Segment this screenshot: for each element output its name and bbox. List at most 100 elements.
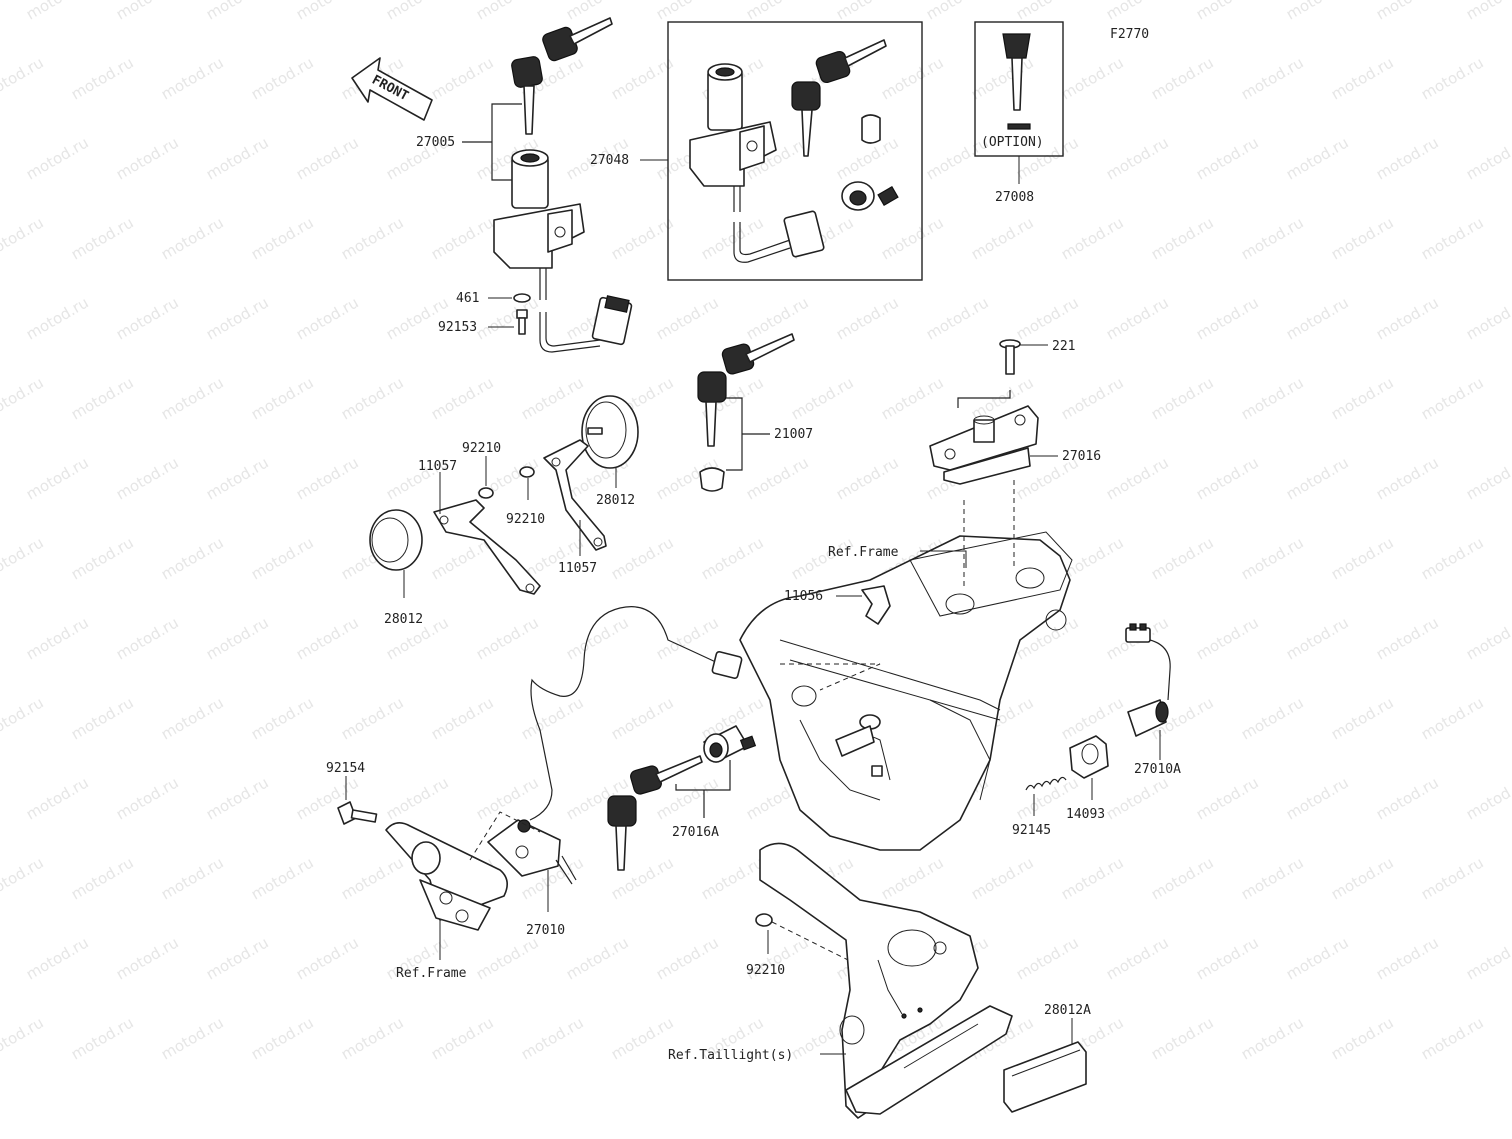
watermark-text: motod.ru (0, 373, 47, 423)
watermark-text: motod.ru (1103, 773, 1172, 823)
watermark-text: motod.ru (158, 853, 227, 903)
watermark-text: motod.ru (158, 53, 227, 103)
watermark-text: motod.ru (248, 853, 317, 903)
watermark-text: motod.ru (1238, 373, 1307, 423)
label-28012-left: 28012 (384, 612, 423, 627)
watermark-text: motod.ru (1328, 1013, 1397, 1063)
watermark-text: motod.ru (1283, 613, 1352, 663)
watermark-text: motod.ru (833, 0, 902, 23)
watermark-text: motod.ru (1193, 133, 1262, 183)
watermark-text: motod.ru (1463, 773, 1512, 823)
key-icon (511, 17, 613, 135)
watermark-text: motod.ru (1418, 53, 1487, 103)
watermark-text: motod.ru (1418, 213, 1487, 263)
watermark-text: motod.ru (203, 613, 272, 663)
watermark-text: motod.ru (1328, 693, 1397, 743)
clip-11056 (861, 585, 891, 625)
watermark-text: motod.ru (1463, 0, 1512, 23)
watermark-text: motod.ru (68, 53, 137, 103)
watermark-text: motod.ru (383, 293, 452, 343)
watermark-text: motod.ru (698, 533, 767, 583)
watermark-text: motod.ru (203, 293, 272, 343)
watermark-text: motod.ru (1238, 1013, 1307, 1063)
watermark-text: motod.ru (1193, 773, 1262, 823)
ignition-switch-27005 (462, 17, 633, 353)
watermark-text: motod.ru (293, 453, 362, 503)
watermark-text: motod.ru (833, 293, 902, 343)
bolt-92153 (516, 309, 528, 335)
watermark-text: motod.ru (1238, 533, 1307, 583)
reflector-28012-left (369, 509, 423, 571)
watermark-text: motod.ru (1193, 933, 1262, 983)
label-27016: 27016 (1062, 449, 1101, 464)
watermark-text: motod.ru (158, 213, 227, 263)
watermark-text: motod.ru (113, 613, 182, 663)
watermark-text: motod.ru (608, 53, 677, 103)
watermark-text: motod.ru (293, 133, 362, 183)
bracket-11057-left (433, 499, 541, 595)
watermark-text: motod.ru (0, 0, 2, 23)
watermark-text: motod.ru (338, 373, 407, 423)
label-27005: 27005 (416, 135, 455, 150)
watermark-text: motod.ru (878, 213, 947, 263)
figure-code: F2770 (1110, 27, 1149, 42)
watermark-text: motod.ru (1373, 613, 1442, 663)
key-icon (791, 39, 887, 157)
label-461: 461 (456, 291, 479, 306)
watermark-text: motod.ru (743, 453, 812, 503)
watermark-text: motod.ru (0, 533, 47, 583)
label-ref-frame-bottom: Ref.Frame (396, 966, 467, 981)
watermark-text: motod.ru (293, 613, 362, 663)
watermark-text: motod.ru (0, 613, 2, 663)
watermark-text: motod.ru (473, 933, 542, 983)
watermark-text: motod.ru (1013, 0, 1082, 23)
watermark-text: motod.ru (0, 453, 2, 503)
watermark-text: motod.ru (338, 1013, 407, 1063)
nut-92210 (755, 913, 773, 927)
watermark-text: motod.ru (0, 213, 47, 263)
label-92210-bottom: 92210 (746, 963, 785, 978)
box-27048 (667, 21, 923, 281)
watermark-text: motod.ru (113, 293, 182, 343)
watermark-text: motod.ru (788, 373, 857, 423)
watermark-text: motod.ru (0, 933, 2, 983)
latch-27010 (385, 811, 577, 936)
watermark-text: motod.ru (473, 293, 542, 343)
watermark-text: motod.ru (1103, 133, 1172, 183)
label-27010: 27010 (526, 923, 565, 938)
watermark-text: motod.ru (428, 373, 497, 423)
spring-92145 (1025, 776, 1067, 791)
watermark-text: motod.ru (203, 773, 272, 823)
ignition-switch-27048 (689, 39, 899, 263)
watermark-text: motod.ru (608, 213, 677, 263)
watermark-text: motod.ru (113, 0, 182, 23)
watermark-text: motod.ru (833, 453, 902, 503)
watermark-text: motod.ru (338, 693, 407, 743)
watermark-text: motod.ru (608, 693, 677, 743)
watermark-text: motod.ru (1058, 53, 1127, 103)
label-28012-right: 28012 (596, 493, 635, 508)
option-label: (OPTION) (981, 135, 1044, 150)
watermark-text: motod.ru (878, 853, 947, 903)
watermark-text: motod.ru (0, 53, 47, 103)
label-ref-frame-top: Ref.Frame (828, 545, 899, 560)
label-92145: 92145 (1012, 823, 1051, 838)
watermark-text: motod.ru (68, 533, 137, 583)
watermark-text: motod.ru (1418, 1013, 1487, 1063)
watermark-text: motod.ru (113, 133, 182, 183)
label-27010A: 27010A (1134, 762, 1181, 777)
label-ref-taillight: Ref.Taillight(s) (668, 1048, 793, 1063)
watermark-text: motod.ru (1373, 933, 1442, 983)
watermark-text: motod.ru (68, 213, 137, 263)
watermark-text: motod.ru (1148, 1013, 1217, 1063)
watermark-text: motod.ru (203, 933, 272, 983)
label-28012A: 28012A (1044, 1003, 1091, 1018)
watermark-text: motod.ru (23, 133, 92, 183)
watermark-text: motod.ru (113, 453, 182, 503)
watermark-text: motod.ru (68, 373, 137, 423)
watermark-text: motod.ru (1058, 373, 1127, 423)
watermark-text: motod.ru (383, 0, 452, 23)
watermark-text: motod.ru (563, 0, 632, 23)
watermark-text: motod.ru (158, 373, 227, 423)
